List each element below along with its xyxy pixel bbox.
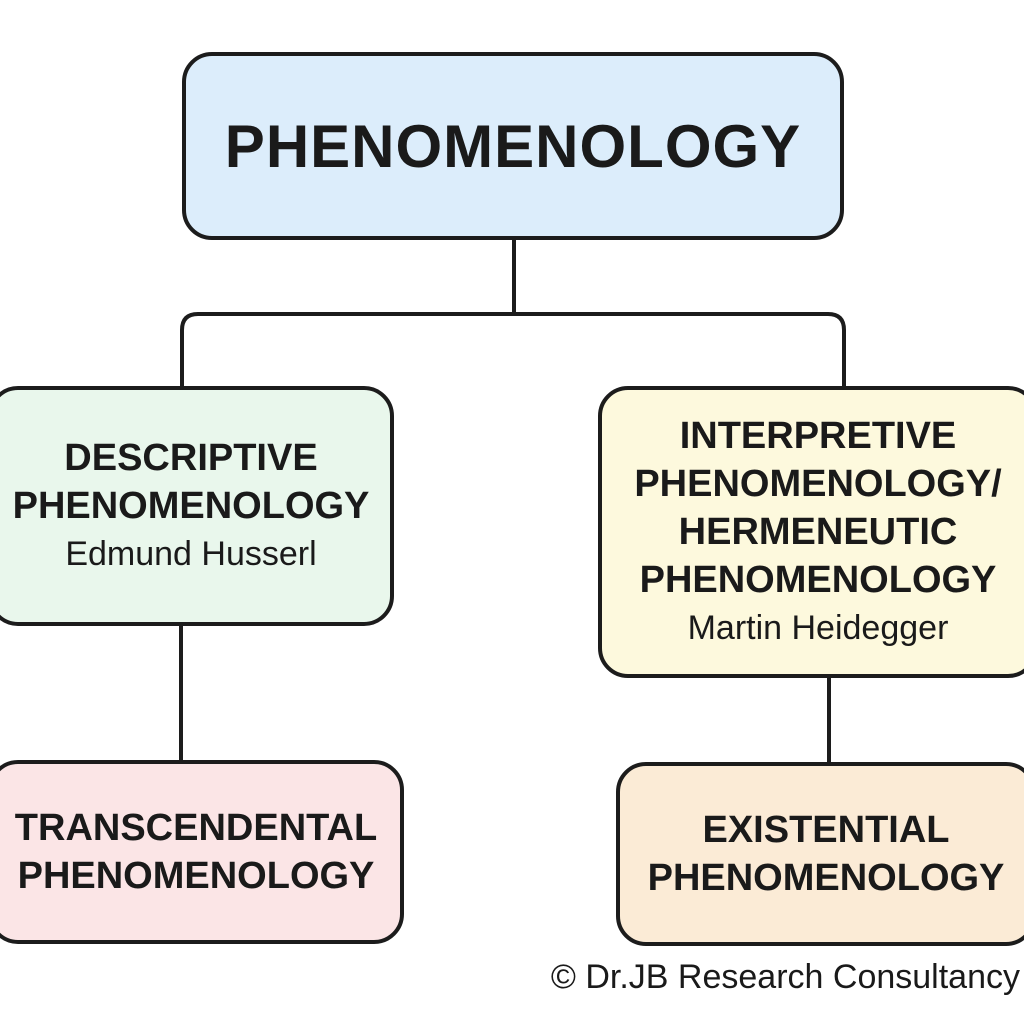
- interpretive-heading-line-1: INTERPRETIVE: [679, 415, 957, 457]
- descriptive-phenomenology-node: DESCRIPTIVE PHENOMENOLOGY Edmund Husserl: [0, 386, 394, 626]
- transcendental-heading-line-2: PHENOMENOLOGY: [17, 855, 375, 897]
- descriptive-heading-line-2: PHENOMENOLOGY: [12, 485, 370, 527]
- transcendental-heading-line-1: TRANSCENDENTAL: [14, 807, 378, 849]
- interpretive-person: Martin Heidegger: [687, 609, 949, 647]
- transcendental-phenomenology-node: TRANSCENDENTAL PHENOMENOLOGY: [0, 760, 404, 944]
- interpretive-heading-line-3: HERMENEUTIC: [678, 511, 958, 553]
- connector-root-to-branches: [180, 240, 846, 386]
- interpretive-heading-line-4: PHENOMENOLOGY: [639, 559, 997, 601]
- phenomenology-root-node: PHENOMENOLOGY: [182, 52, 844, 240]
- interpretive-phenomenology-node: INTERPRETIVE PHENOMENOLOGY/ HERMENEUTIC …: [598, 386, 1024, 678]
- descriptive-heading-line-1: DESCRIPTIVE: [64, 437, 318, 479]
- existential-phenomenology-node: EXISTENTIAL PHENOMENOLOGY: [616, 762, 1024, 946]
- existential-heading-line-2: PHENOMENOLOGY: [647, 857, 1005, 899]
- interpretive-heading-line-2: PHENOMENOLOGY/: [634, 463, 1002, 505]
- descriptive-person: Edmund Husserl: [65, 535, 317, 573]
- root-title: PHENOMENOLOGY: [224, 112, 802, 180]
- copyright-notice: © Dr.JB Research Consultancy: [550, 958, 1020, 996]
- existential-heading-line-1: EXISTENTIAL: [702, 809, 950, 851]
